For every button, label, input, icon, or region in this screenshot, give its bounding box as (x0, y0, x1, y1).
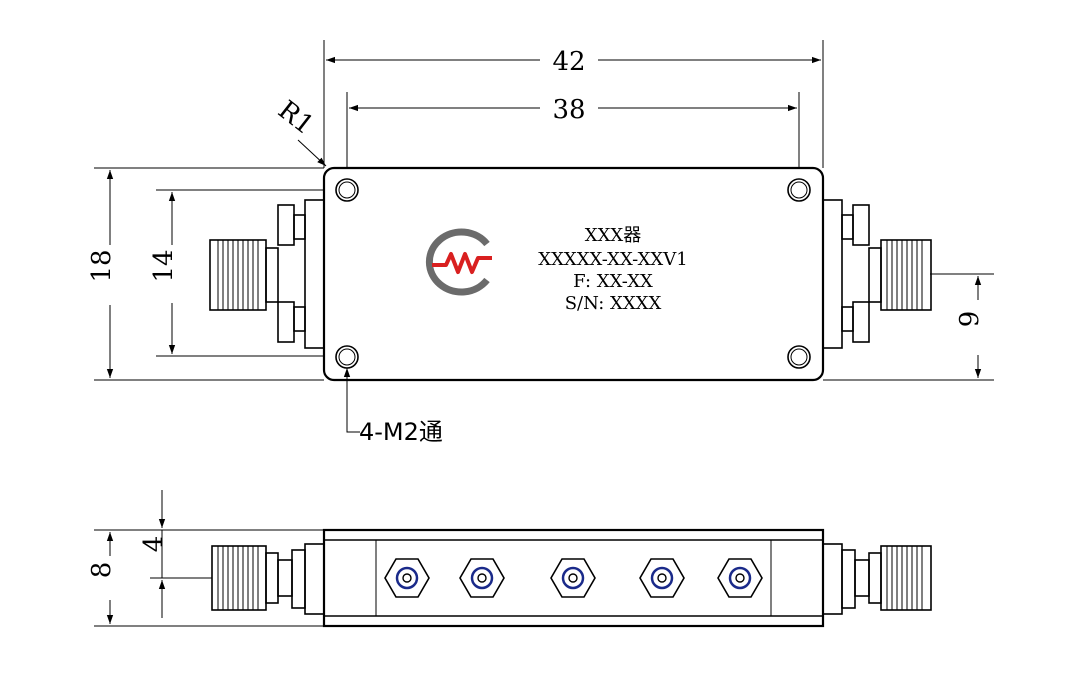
dimension-4: 4 (139, 490, 212, 618)
top-view: 42 38 R1 18 14 (87, 40, 994, 446)
mounting-hole (787, 178, 811, 202)
tuning-screw (459, 558, 505, 598)
label-frequency: F: XX-XX (573, 271, 653, 292)
right-connector-side (822, 543, 932, 615)
dimension-14-label: 14 (149, 249, 179, 282)
label-model-number: XXXXX-XX-XXV1 (538, 249, 687, 270)
tuning-screw (550, 558, 596, 598)
dimension-4-label: 4 (139, 536, 169, 553)
right-connector-side-thread (886, 546, 923, 610)
dimension-14: 14 (149, 189, 348, 357)
left-connector (209, 199, 325, 349)
left-connector-thread (217, 240, 259, 310)
tuning-screws (384, 558, 763, 598)
left-connector-side (211, 543, 325, 615)
company-logo (425, 228, 492, 296)
dimension-18: 18 (87, 167, 324, 381)
right-connector-thread (886, 240, 923, 310)
label-serial-number: S/N: XXXX (565, 293, 662, 314)
mounting-hole (787, 345, 811, 369)
dimension-38: 38 (346, 92, 800, 178)
dimension-18-label: 18 (87, 249, 117, 282)
tuning-screw (384, 558, 430, 598)
tuning-screw (639, 558, 685, 598)
tuning-screw (717, 558, 763, 598)
side-view: 8 4 (87, 490, 932, 628)
dimension-9: 9 (823, 273, 994, 381)
hole-note: 4-M2通 (343, 368, 443, 446)
dimension-8-label: 8 (87, 562, 117, 579)
product-label: XXX器 XXXXX-XX-XXV1 F: XX-XX S/N: XXXX (538, 225, 687, 314)
hole-note-label: 4-M2通 (359, 418, 443, 446)
dimension-42: 42 (323, 40, 824, 168)
dimension-38-label: 38 (552, 95, 585, 125)
left-connector-side-thread (217, 546, 259, 610)
right-connector (822, 199, 932, 349)
dimension-42-label: 42 (552, 47, 585, 77)
enclosure-side (322, 528, 825, 628)
label-product-name: XXX器 (585, 225, 641, 246)
mounting-hole (335, 178, 359, 202)
corner-radius-note: R1 (272, 95, 327, 167)
dimension-9-label: 9 (955, 311, 985, 328)
corner-radius-label: R1 (272, 95, 319, 141)
enclosure-top (322, 166, 825, 382)
dimension-8: 8 (87, 529, 324, 627)
